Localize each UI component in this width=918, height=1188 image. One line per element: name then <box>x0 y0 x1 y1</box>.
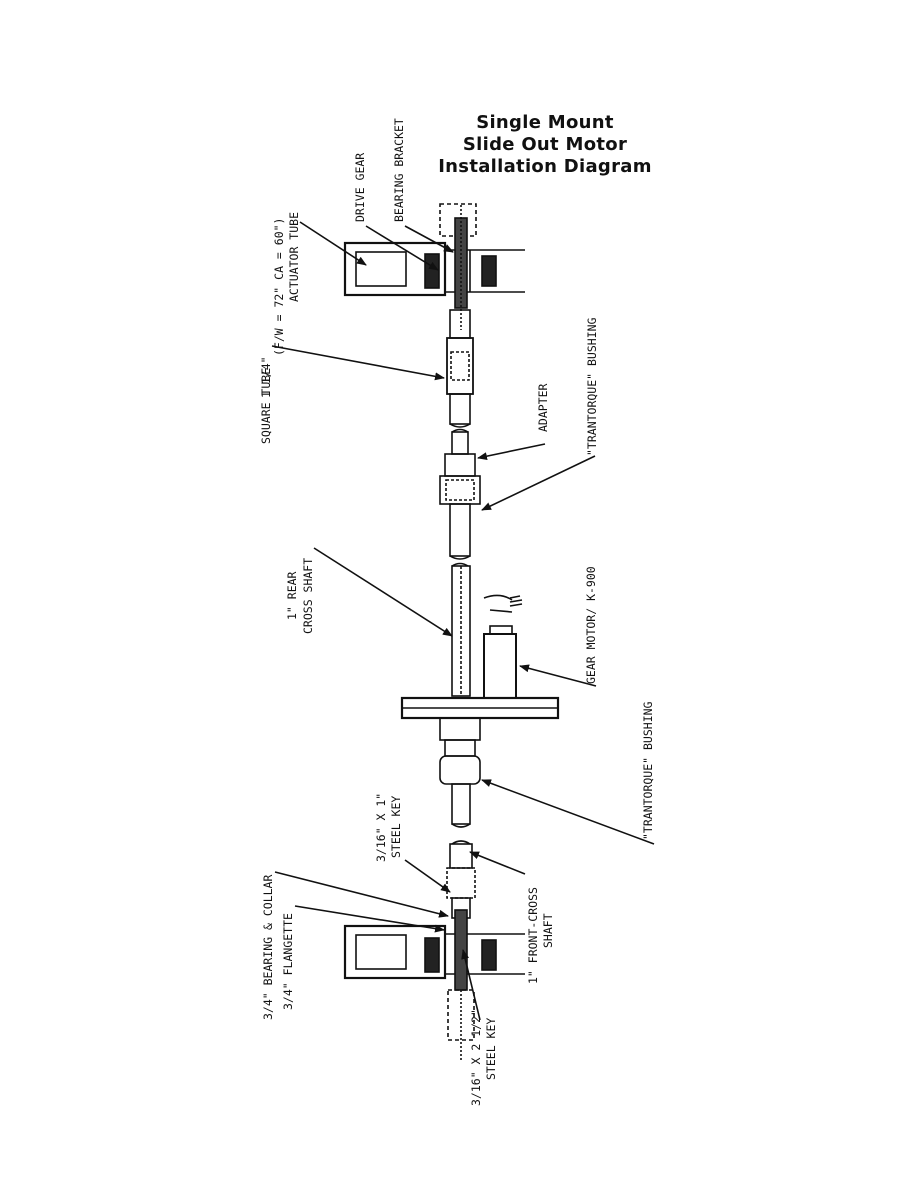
leader-bearing-bracket <box>404 225 454 253</box>
leader-rear-shaft <box>313 547 453 637</box>
label-rear-shaft-2: CROSS SHAFT <box>301 558 315 634</box>
title-line-3: Installation Diagram <box>438 156 652 177</box>
upper-shaft-section <box>446 309 474 428</box>
leader-square-tube <box>271 345 445 381</box>
label-gear-motor: GEAR MOTOR/ K-900 <box>584 566 598 684</box>
label-steel-key-2: STEEL KEY <box>389 796 403 858</box>
gear-motor <box>483 594 523 699</box>
label-front-shaft-2: SHAFT <box>541 913 555 948</box>
leader-steel-key-long <box>461 949 481 1021</box>
leader-trantorque-lower <box>481 779 655 845</box>
leader-bearing-collar <box>274 871 449 918</box>
label-actuator-tube: ACTUATOR TUBE <box>287 212 301 302</box>
label-flangette: 3/4" FLANGETTE <box>281 913 295 1010</box>
adapter-part <box>439 428 481 560</box>
diagram-title: Single Mount Slide Out Motor Installatio… <box>420 112 670 178</box>
leader-steel-key <box>404 859 451 893</box>
label-actuator-tube-note: (F/W = 72" CA = 60") <box>272 218 286 356</box>
label-bearing-collar: 3/4" BEARING & COLLAR <box>261 875 275 1020</box>
label-trantorque-lower: "TRANTORQUE" BUSHING <box>641 701 655 840</box>
label-drive-gear: DRIVE GEAR <box>353 153 367 222</box>
leader-gear-motor <box>519 664 597 687</box>
motor-plate <box>400 696 560 720</box>
label-steel-key-long-2: STEEL KEY <box>484 1018 498 1080</box>
label-bearing-bracket: BEARING BRACKET <box>392 118 406 222</box>
upper-shaft <box>439 203 477 330</box>
rear-cross-shaft <box>451 562 471 697</box>
leader-trantorque-upper <box>481 455 596 511</box>
lower-shaft <box>447 909 475 1060</box>
label-trantorque-upper: "TRANTORQUE" BUSHING <box>585 317 599 456</box>
label-rear-shaft-1: 1" REAR <box>285 571 299 620</box>
lower-drive-gear <box>424 937 497 973</box>
title-line-2: Slide Out Motor <box>462 134 628 155</box>
leader-front-shaft <box>469 851 526 875</box>
label-front-shaft-1: 1" FRONT-CROSS <box>526 887 540 984</box>
label-steel-key-long-1: 3/16" X 2 1/2" <box>469 1009 483 1106</box>
leader-flangette <box>294 905 445 933</box>
label-square-tube-1: SQUARE TUBE <box>259 368 273 444</box>
lower-hub <box>439 717 481 828</box>
label-adapter: ADAPTER <box>536 383 550 432</box>
leader-actuator-tube <box>299 221 367 266</box>
leader-drive-gear <box>365 225 439 271</box>
label-square-tube-2: 1 1/4" <box>259 356 273 398</box>
title-line-1: Single Mount <box>476 112 614 133</box>
leader-adapter <box>477 443 546 461</box>
label-steel-key-1: 3/16" X 1" <box>374 793 388 862</box>
